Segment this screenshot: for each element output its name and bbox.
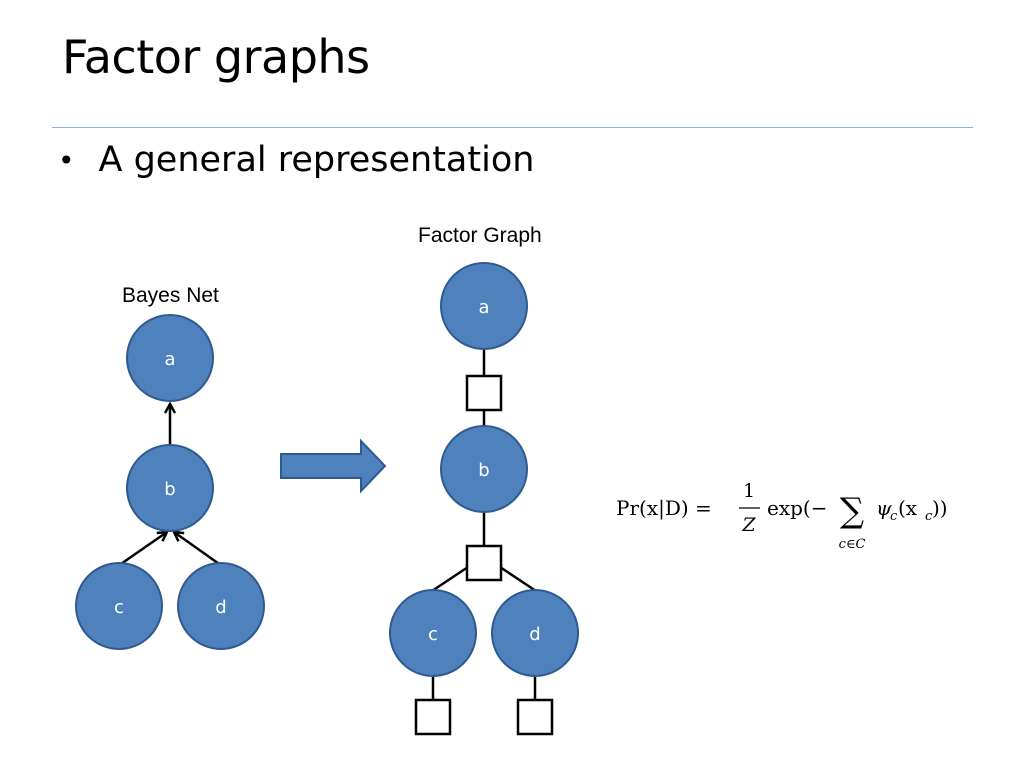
- factor-node-a-label: a: [478, 297, 489, 318]
- slide-title: Factor graphs: [62, 30, 370, 84]
- factor-node-c-label: c: [428, 624, 438, 645]
- factor-square-d: [516, 698, 554, 736]
- factor-node-b-label: b: [478, 460, 489, 481]
- factor-node-b: b: [440, 425, 528, 513]
- title-divider: [52, 127, 973, 128]
- bayes-node-b: b: [126, 444, 214, 532]
- bayes-node-a: a: [126, 314, 214, 402]
- equation-arg: (x: [898, 496, 918, 520]
- bayes-node-c-label: c: [114, 597, 124, 618]
- equation-lhs: Pr(x|D) =: [616, 496, 712, 521]
- factor-node-d-label: d: [529, 624, 540, 645]
- bayes-node-a-label: a: [164, 349, 175, 370]
- bayes-node-d: d: [177, 562, 265, 650]
- edge-c-to-b: [117, 532, 167, 568]
- factor-square-bcd: [465, 544, 503, 582]
- equation-sum-sub: c∈C: [839, 537, 866, 552]
- bayes-node-b-label: b: [164, 479, 175, 500]
- equation-frac-num: 1: [743, 480, 755, 502]
- equation-arg-sub: c: [925, 509, 933, 524]
- bayes-node-d-label: d: [215, 597, 226, 618]
- probability-equation: Pr(x|D) = 1 Z exp(− ∑ c∈C ψ c (x c )): [616, 480, 948, 552]
- equation-psi-sub: c: [890, 509, 898, 524]
- sum-symbol-icon: ∑: [840, 491, 864, 531]
- bayes-node-c: c: [75, 562, 163, 650]
- equation-psi: ψ: [876, 496, 892, 520]
- factor-graph-edges: [431, 349, 537, 700]
- bayes-net-edges: [117, 404, 223, 568]
- transform-arrow-icon: [280, 438, 387, 494]
- factor-node-d: d: [491, 589, 579, 677]
- factor-square-ab: [465, 374, 503, 412]
- edge-d-to-b: [174, 532, 223, 568]
- factor-square-c: [414, 698, 452, 736]
- factor-node-c: c: [389, 589, 477, 677]
- factor-node-a: a: [440, 262, 528, 350]
- equation-frac-den: Z: [741, 514, 756, 536]
- equation-close: )): [932, 496, 948, 520]
- bullet-icon: •: [58, 143, 75, 177]
- bullet-item: • A general representation: [58, 140, 534, 180]
- bullet-text: A general representation: [98, 140, 535, 180]
- factor-graph-caption: Factor Graph: [418, 224, 542, 247]
- equation-exp: exp(−: [767, 496, 827, 520]
- bayes-net-caption: Bayes Net: [122, 284, 219, 307]
